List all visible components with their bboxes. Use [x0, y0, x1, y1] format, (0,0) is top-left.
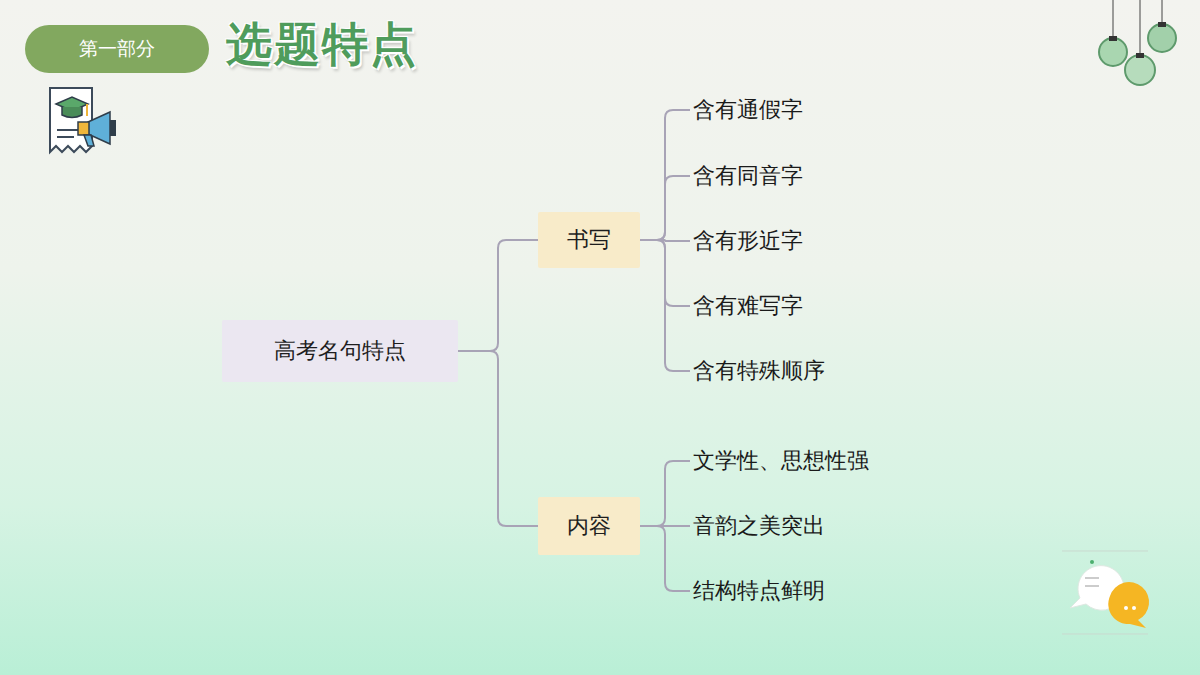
clipboard-icon	[50, 88, 116, 152]
node-label: 书写	[567, 225, 611, 255]
node-label: 含有形近字	[693, 226, 803, 256]
hanging-lamps	[1099, 0, 1176, 85]
branch-box: 书写	[538, 212, 640, 268]
leaf-item: 含有特殊顺序	[690, 352, 828, 390]
tree-connector	[640, 240, 690, 371]
tree-connector	[458, 240, 538, 351]
node-label: 内容	[567, 511, 611, 541]
node-label: 高考名句特点	[274, 336, 406, 366]
section-pill: 第一部分	[25, 25, 209, 73]
leaf-item: 音韵之美突出	[690, 507, 828, 545]
node-label: 含有通假字	[693, 95, 803, 125]
node-label: 音韵之美突出	[693, 511, 825, 541]
node-label: 含有特殊顺序	[693, 356, 825, 386]
root-box: 高考名句特点	[222, 320, 458, 382]
tree-connector	[640, 176, 690, 240]
node-label: 结构特点鲜明	[693, 576, 825, 606]
node-label: 第一部分	[79, 36, 155, 62]
tree-connector	[640, 526, 690, 591]
leaf-item: 文学性、思想性强	[690, 442, 872, 480]
tree-connector	[640, 110, 690, 240]
leaf-item: 含有难写字	[690, 287, 806, 325]
leaf-item: 结构特点鲜明	[690, 572, 828, 610]
tree-connector	[640, 461, 690, 526]
node-label: 含有同音字	[693, 161, 803, 191]
leaf-item: 含有通假字	[690, 91, 806, 129]
chat-bubbles	[1062, 551, 1149, 634]
node-label: 文学性、思想性强	[693, 446, 869, 476]
node-label: 含有难写字	[693, 291, 803, 321]
page-title: 选题特点	[226, 14, 418, 76]
leaf-item: 含有同音字	[690, 157, 806, 195]
tree-connector	[458, 351, 538, 526]
branch-box: 内容	[538, 497, 640, 555]
leaf-item: 含有形近字	[690, 222, 806, 260]
